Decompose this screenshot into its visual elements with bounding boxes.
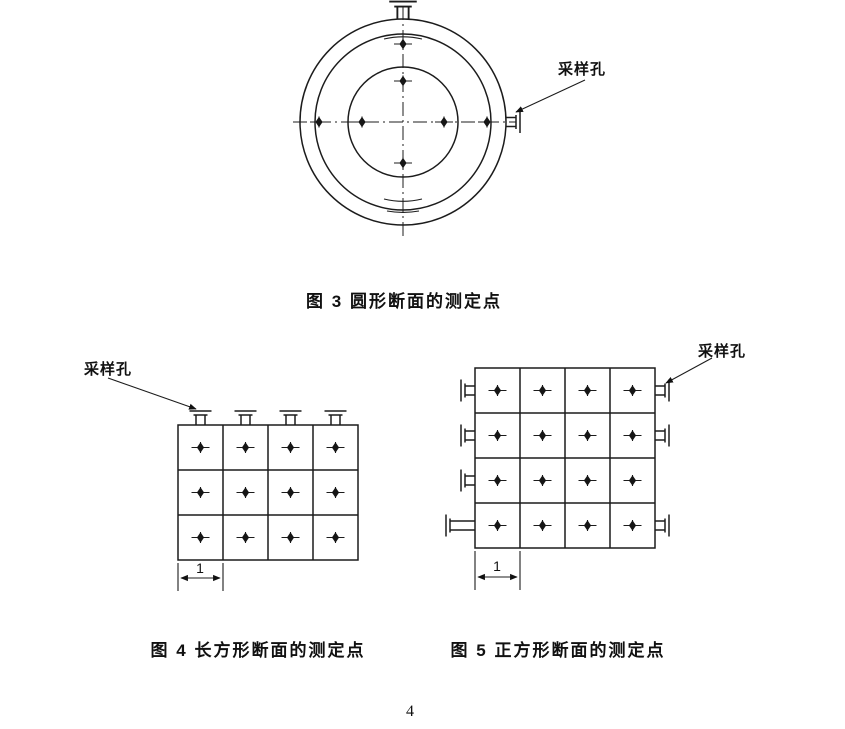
sampling-port-icon xyxy=(654,423,670,448)
measurement-point-icon xyxy=(190,486,211,499)
figure5-square-duct-diagram xyxy=(460,367,670,549)
sampling-port-icon xyxy=(323,410,348,426)
measurement-point-icon xyxy=(622,519,643,532)
ring-arc xyxy=(383,36,423,40)
measurement-point-icon xyxy=(280,486,301,499)
sampling-hole-label: 采样孔 xyxy=(83,360,132,378)
measurement-point-icon xyxy=(235,441,256,454)
measurement-point-icon xyxy=(477,115,497,129)
sampling-port-icon xyxy=(233,410,258,426)
leader-line xyxy=(107,377,197,410)
page-number: 4 xyxy=(406,703,414,720)
measurement-point-icon xyxy=(325,486,346,499)
measurement-point-icon xyxy=(393,74,413,88)
dimension-label: 1 xyxy=(493,558,501,574)
measurement-point-icon xyxy=(532,519,553,532)
sampling-hole-label: 采样孔 xyxy=(557,60,606,78)
measurement-point-icon xyxy=(622,474,643,487)
ring-arc xyxy=(383,198,423,202)
figure5-annotations: 采样孔 1 xyxy=(445,342,746,590)
measurement-point-icon xyxy=(434,115,454,129)
sampling-port-icon xyxy=(278,410,303,426)
measurement-point-icon xyxy=(352,115,372,129)
measurement-point-icon xyxy=(487,519,508,532)
measurement-point-icon xyxy=(235,486,256,499)
measurement-point-icon xyxy=(280,441,301,454)
figure4-annotations: 采样孔 1 xyxy=(83,360,224,591)
figure4-caption: 图 4 长方形断面的测定点 xyxy=(150,641,366,660)
measurement-point-icon xyxy=(487,474,508,487)
measurement-point-icon xyxy=(577,429,598,442)
measurement-point-icon xyxy=(190,531,211,544)
measurement-point-icon xyxy=(325,531,346,544)
sampling-port-icon xyxy=(460,423,476,448)
sampling-port-icon xyxy=(460,378,476,403)
leader-line xyxy=(665,357,713,384)
figure3-circular-duct-diagram: 采样孔 xyxy=(293,0,606,240)
measurement-point-icon xyxy=(190,441,211,454)
leader-line xyxy=(515,79,586,113)
ring-arc xyxy=(386,210,420,213)
sampling-port-icon xyxy=(654,513,670,538)
measurement-point-icon xyxy=(309,115,329,129)
measurement-point-icon xyxy=(532,429,553,442)
measurement-point-icon xyxy=(393,37,413,51)
measurement-point-icon xyxy=(532,474,553,487)
measurement-point-icon xyxy=(325,441,346,454)
figure3-caption: 图 3 圆形断面的测定点 xyxy=(306,292,502,311)
measurement-point-icon xyxy=(235,531,256,544)
sampling-hole-label: 采样孔 xyxy=(697,342,746,360)
measurement-point-icon xyxy=(393,156,413,170)
figure4-rectangular-duct-diagram xyxy=(177,410,359,561)
measurement-point-icon xyxy=(487,429,508,442)
measurement-point-icon xyxy=(577,384,598,397)
figure5-caption: 图 5 正方形断面的测定点 xyxy=(450,641,666,660)
dimension-label: 1 xyxy=(196,560,204,576)
measurement-point-icon xyxy=(577,519,598,532)
measurement-point-icon xyxy=(577,474,598,487)
measurement-point-icon xyxy=(280,531,301,544)
sampling-port-icon xyxy=(460,468,476,493)
measurement-point-icon xyxy=(487,384,508,397)
sampling-port-icon xyxy=(445,513,461,538)
measurement-point-icon xyxy=(532,384,553,397)
measurement-point-icon xyxy=(622,384,643,397)
sampling-port-icon xyxy=(188,410,213,426)
measurement-point-icon xyxy=(622,429,643,442)
